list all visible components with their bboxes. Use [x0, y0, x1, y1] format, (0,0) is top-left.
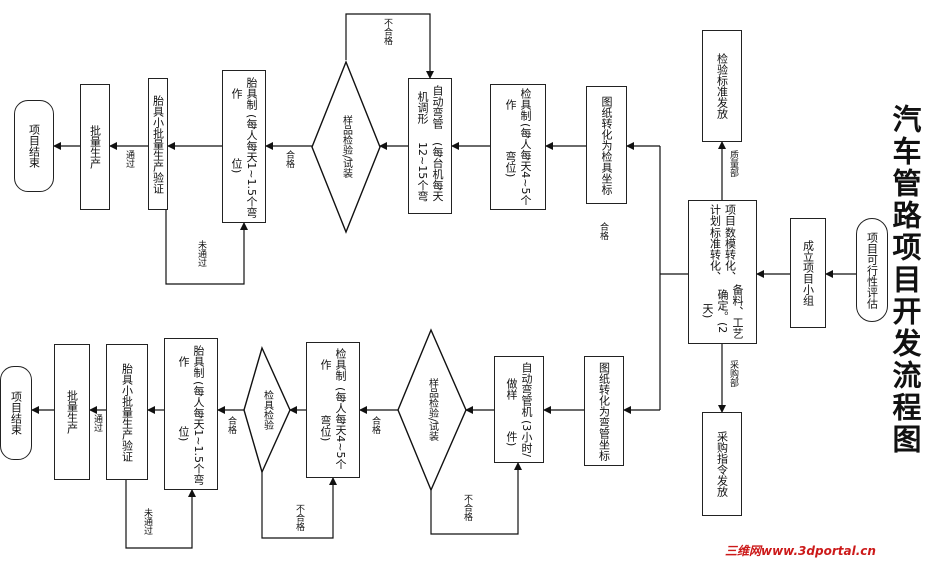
b-machine-node: 自动弯管机做样 (3小时/件) [494, 356, 544, 463]
purchase-release-node: 采购指令发放 [702, 412, 742, 516]
t-fixture-node: 检具制作 (每人每天4~5个弯位) [490, 84, 546, 210]
t-tire-line-1: 胎具制作 [230, 77, 258, 111]
b-drawing-line-2: 弯管坐标 [597, 416, 611, 461]
edge-label-t-fail: 不合格 [382, 18, 392, 45]
watermark: 三维网www.3dportal.cn [725, 544, 876, 558]
edge-label-t-pass: 合格 [284, 150, 294, 168]
b-tire-node: 胎具制作 (每人每天1~1.5个弯位) [164, 338, 218, 490]
b-sample-label: 样品检验/试装 [426, 378, 438, 442]
edge-label-b-through: 通过 [92, 414, 102, 432]
edge-b-check-fail [261, 468, 337, 539]
edge-t-sample-fail [345, 13, 434, 79]
edge-label-t-through: 通过 [124, 150, 134, 168]
edge-label-b-fixture-fail: 不合格 [294, 504, 304, 531]
b-small-batch-node: 胎具小批量生产验证 [106, 344, 148, 480]
t-tire-line-2: (每人每天1~1.5个弯位) [230, 114, 258, 219]
edge-label-t-not-through: 未通过 [196, 240, 206, 267]
edge-b-sample-fail [430, 462, 522, 535]
b-mass-node: 批量生产 [54, 344, 90, 480]
plan-node: 项目计划 数模转化、标准转化、 备料、工艺确定。(2天) [688, 200, 757, 344]
edge-label-b-check-pass: 合格 [226, 416, 236, 434]
edge-label-b-pass: 合格 [370, 416, 380, 434]
standards-release-node: 检验标准发放 [702, 30, 742, 142]
t-fixture-line-1: 检具制作 [504, 88, 532, 122]
b-drawing-line-1: 图纸转化为 [597, 361, 611, 417]
b-end-node: 项目结束 [0, 366, 32, 460]
plan-line-1: 项目计划 [708, 204, 737, 227]
t-drawing-line-2: 检具坐标 [600, 150, 613, 195]
plan-line-2: 数模转化、标准转化、 [708, 226, 737, 282]
edge-b-small-fail [125, 480, 196, 549]
t-drawing-node: 图纸转化为 检具坐标 [586, 86, 627, 204]
edge-label-purchasing: 采购部 [728, 360, 738, 387]
edge-label-pass-drawing: 合格 [598, 222, 608, 240]
b-fixture-line-1: 检具制作 [319, 347, 347, 381]
b-fixture-line-2: (每人每天4~5个弯位) [319, 387, 347, 470]
b-tire-line-1: 胎具制作 [177, 344, 205, 378]
t-small-batch-node: 胎具小批量生产验证 [148, 78, 168, 210]
edge-label-b-fail: 不合格 [462, 494, 472, 521]
t-end-node: 项目结束 [14, 100, 54, 192]
edge-label-b-not-through: 未通过 [142, 508, 152, 535]
t-machine-node: 自动弯管机调形 (每台机每天12~15个弯 [408, 78, 452, 214]
t-mass-node: 批量生产 [80, 84, 110, 210]
b-drawing-node: 图纸转化为 弯管坐标 [584, 356, 624, 466]
t-sample-label: 样品检验/试装 [340, 115, 352, 179]
b-machine-line-2: (3小时/件) [505, 420, 533, 458]
t-machine-line-2: (每台机每天12~15个弯 [416, 141, 444, 201]
b-check-diamond [243, 345, 291, 475]
b-fixture-node: 检具制作 (每人每天4~5个弯位) [306, 342, 360, 478]
b-sample-diamond [397, 328, 467, 492]
b-tire-line-2: (每人每天1~1.5个弯位) [177, 381, 205, 486]
b-machine-line-1: 自动弯管机做样 [505, 361, 533, 417]
t-tire-node: 胎具制作 (每人每天1~1.5个弯位) [222, 70, 266, 223]
b-check-label: 检具检验 [261, 390, 273, 430]
edge-t-small-fail [165, 210, 248, 285]
edge-label-quality: 质量部 [728, 150, 738, 177]
t-fixture-line-2: (每人每天4~5个弯位) [504, 122, 532, 206]
plan-line-3: 备料、工艺确定。(2天) [701, 283, 744, 339]
page-title: 汽车管路项目开发流程图 [888, 104, 922, 456]
t-machine-line-1: 自动弯管机调形 [416, 85, 444, 130]
start-node: 项目可行性评估 [856, 218, 888, 322]
team-node: 成立项目小组 [790, 218, 826, 328]
t-sample-diamond [311, 60, 381, 234]
t-drawing-line-1: 图纸转化为 [600, 95, 613, 151]
